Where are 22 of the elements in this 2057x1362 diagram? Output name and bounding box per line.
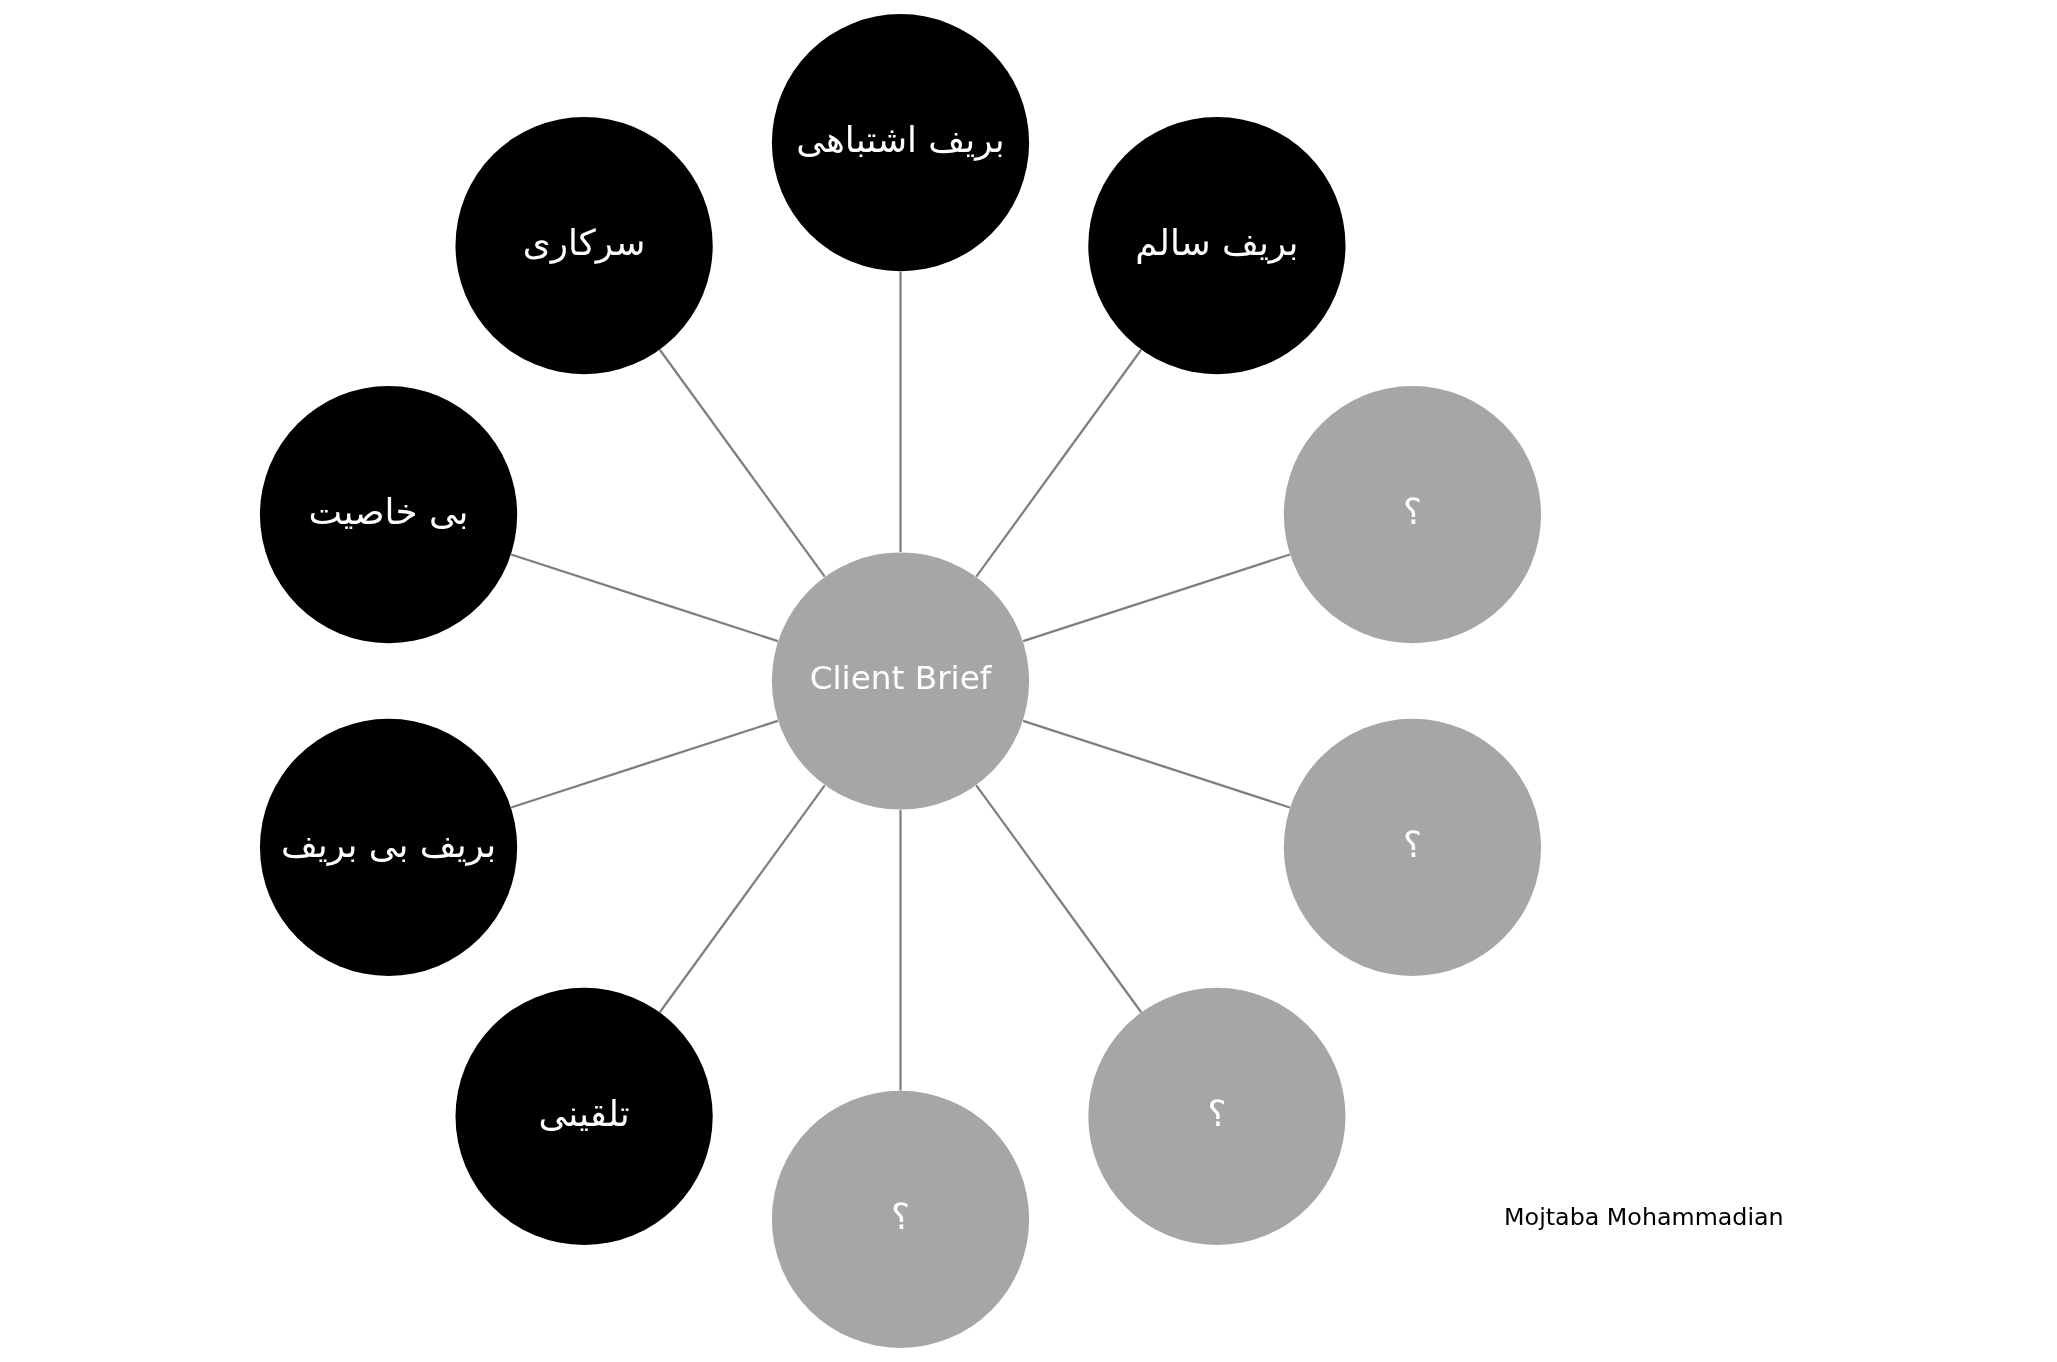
connector bbox=[899, 809, 902, 1091]
connector bbox=[899, 271, 902, 553]
node-circle: بریف سالم bbox=[1088, 116, 1346, 375]
node-circle: ؟ bbox=[1283, 718, 1542, 976]
node-circle: ؟ bbox=[1088, 987, 1346, 1246]
node-circle: Client Brief bbox=[771, 552, 1030, 810]
connector bbox=[975, 784, 1143, 1013]
node-circle: تلقینی bbox=[455, 987, 713, 1246]
node-circle: بریف بی بریف bbox=[259, 718, 518, 976]
node-circle: ؟ bbox=[771, 1090, 1030, 1348]
connector bbox=[1022, 553, 1291, 643]
connector bbox=[658, 349, 826, 578]
label: Mojtaba Mohammadian bbox=[1504, 1202, 1784, 1231]
node-circle: بی خاصیت bbox=[259, 386, 518, 644]
node-circle: سرکاری bbox=[455, 116, 713, 375]
connector bbox=[975, 349, 1143, 578]
connector bbox=[510, 719, 779, 809]
connector bbox=[1022, 719, 1291, 809]
node-circle: بریف اشتباهی bbox=[771, 14, 1030, 272]
connector bbox=[658, 784, 826, 1013]
connector bbox=[510, 553, 779, 643]
node-circle: ؟ bbox=[1283, 386, 1542, 644]
